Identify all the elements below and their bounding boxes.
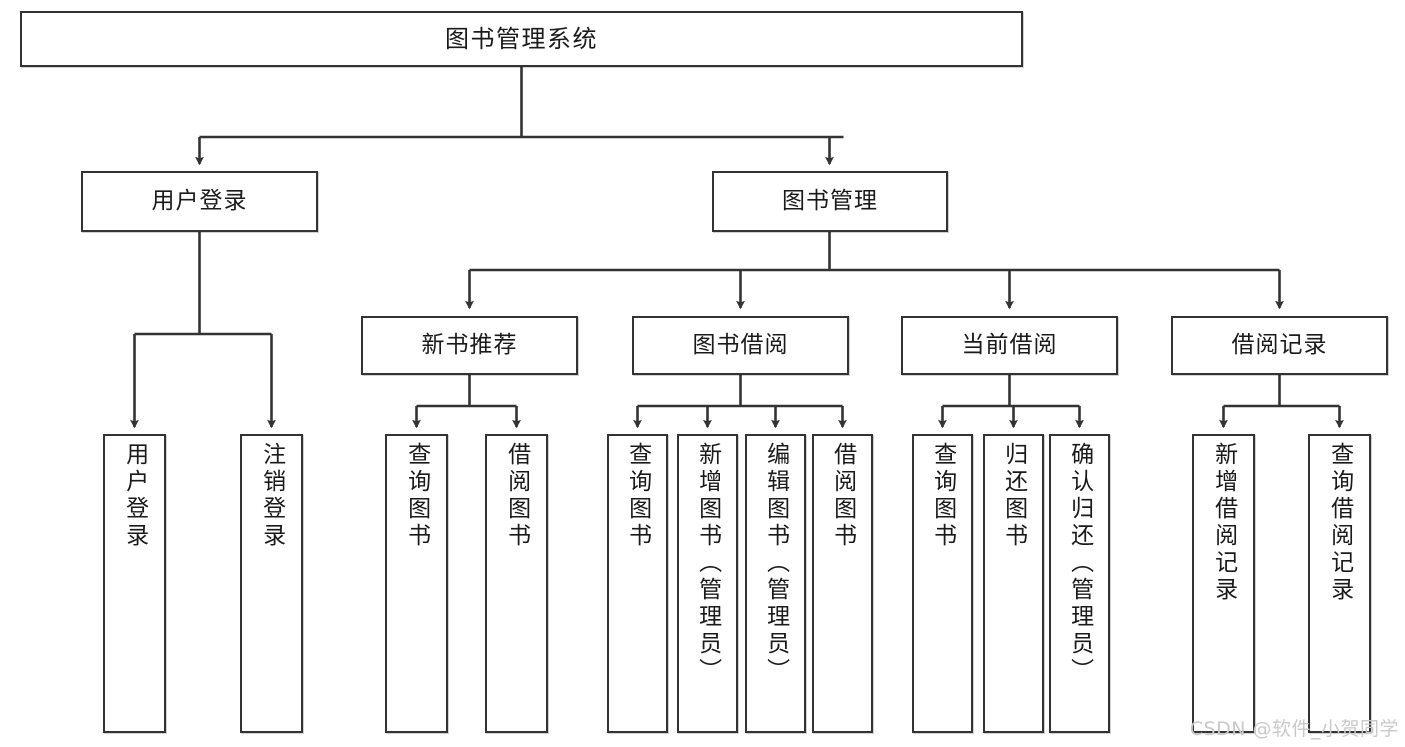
node-label: 用户登录 (121, 442, 148, 550)
node-label: 当前借阅 (961, 331, 1058, 358)
node-l_logout[interactable]: 注销登录 (240, 434, 303, 733)
node-label: 图书管理系统 (445, 24, 598, 53)
node-login[interactable]: 用户登录 (81, 171, 318, 232)
node-label: 查询图书 (624, 442, 651, 550)
node-bookmgmt[interactable]: 图书管理 (712, 171, 948, 232)
node-l_b2[interactable]: 借阅图书 (812, 434, 873, 733)
node-newbook[interactable]: 新书推荐 (361, 316, 578, 375)
node-l_edit[interactable]: 编辑图书（管理员） (745, 434, 806, 733)
node-label: 图书管理 (782, 187, 878, 214)
node-current[interactable]: 当前借阅 (901, 316, 1118, 375)
node-label: 借阅图书 (503, 442, 530, 550)
node-l_login[interactable]: 用户登录 (103, 434, 166, 733)
node-borrow[interactable]: 图书借阅 (632, 316, 849, 375)
node-label: 图书借阅 (692, 331, 789, 358)
node-label: 确认归还（管理员） (1066, 442, 1093, 685)
csdn-watermark: CSDN @软件_小贺同学 (1189, 718, 1399, 740)
node-label: 查询图书 (403, 442, 430, 550)
node-label: 注销登录 (258, 442, 285, 550)
node-l_add[interactable]: 新增图书（管理员） (677, 434, 738, 733)
node-label: 编辑图书（管理员） (762, 442, 789, 685)
node-label: 借阅记录 (1231, 331, 1328, 358)
node-label: 新增借阅记录 (1210, 442, 1237, 604)
node-label: 查询图书 (929, 442, 956, 550)
node-l_conf[interactable]: 确认归还（管理员） (1049, 434, 1110, 733)
node-l_addrec[interactable]: 新增借阅记录 (1192, 434, 1255, 733)
node-l_q3[interactable]: 查询图书 (912, 434, 973, 733)
node-l_b1[interactable]: 借阅图书 (485, 434, 548, 733)
node-label: 新增图书（管理员） (694, 442, 721, 685)
node-records[interactable]: 借阅记录 (1171, 316, 1388, 375)
node-l_q1[interactable]: 查询图书 (385, 434, 448, 733)
node-label: 用户登录 (151, 187, 248, 214)
node-l_q2[interactable]: 查询图书 (607, 434, 668, 733)
node-label: 归还图书 (1000, 442, 1027, 550)
node-label: 新书推荐 (421, 331, 518, 358)
node-l_qrec[interactable]: 查询借阅记录 (1308, 434, 1371, 733)
node-label: 借阅图书 (829, 442, 856, 550)
node-root[interactable]: 图书管理系统 (20, 11, 1023, 67)
node-label: 查询借阅记录 (1326, 442, 1353, 604)
node-l_ret[interactable]: 归还图书 (983, 434, 1044, 733)
